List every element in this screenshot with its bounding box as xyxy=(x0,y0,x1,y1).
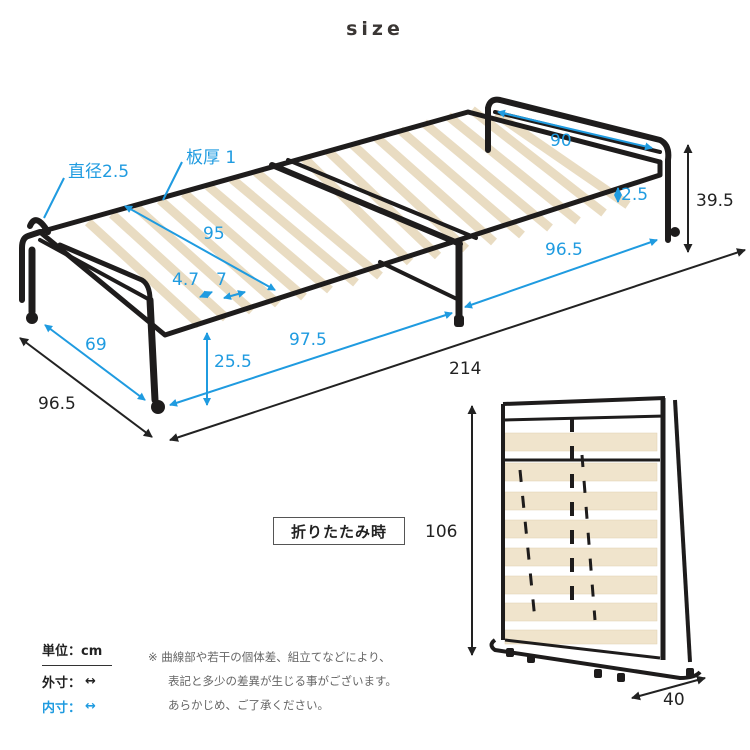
outer-dimension-lines xyxy=(19,144,746,701)
total-height-label: 39.5 xyxy=(696,191,734,211)
total-length-label: 214 xyxy=(449,359,482,379)
slat-length-label: 95 xyxy=(203,224,225,244)
note-line-1: 曲線部や若干の個体差、組立てなどにより、 xyxy=(161,650,391,664)
slat-width-label: 4.7 xyxy=(172,270,200,290)
slat-gap-label: 7 xyxy=(216,270,227,290)
folded-bed xyxy=(489,396,702,682)
outer-dimension-label: 外寸： xyxy=(42,676,82,691)
inner-dimension-label: 内寸： xyxy=(42,701,82,716)
note-mark: ※ xyxy=(148,650,158,664)
outer-arrow-icon: ↔ xyxy=(85,674,96,689)
disclaimer-note: ※ 曲線部や若干の個体差、組立てなどにより、 表記と多少の差異が生じる事がござい… xyxy=(148,645,397,717)
folded-state-label: 折りたたみ時 xyxy=(273,517,405,545)
note-line-3: あらかじめ、ご了承ください。 xyxy=(168,698,329,712)
under-clearance-label: 25.5 xyxy=(214,352,252,372)
inner-width-side-label: 69 xyxy=(85,335,107,355)
note-line-2: 表記と多少の差異が生じる事がございます。 xyxy=(168,674,397,688)
headboard-inner-width-label: 90 xyxy=(550,131,572,151)
inner-arrow-icon: ↔ xyxy=(85,699,96,714)
pipe-diameter-label: 直径2.5 xyxy=(68,162,130,182)
folded-depth-label: 40 xyxy=(663,690,685,710)
inner-length-back-label: 96.5 xyxy=(545,240,583,260)
page-title: size xyxy=(346,18,404,40)
frame-height-label: 2.5 xyxy=(621,185,649,205)
outer-width-label: 96.5 xyxy=(38,394,76,414)
unit-legend: 単位：cm 外寸： ↔ 内寸： ↔ xyxy=(42,640,112,716)
unit-label: 単位：cm xyxy=(42,640,112,666)
folded-height-label: 106 xyxy=(425,522,458,542)
slat-thickness-label: 板厚 1 xyxy=(186,148,237,168)
inner-length-front-label: 97.5 xyxy=(289,330,327,350)
